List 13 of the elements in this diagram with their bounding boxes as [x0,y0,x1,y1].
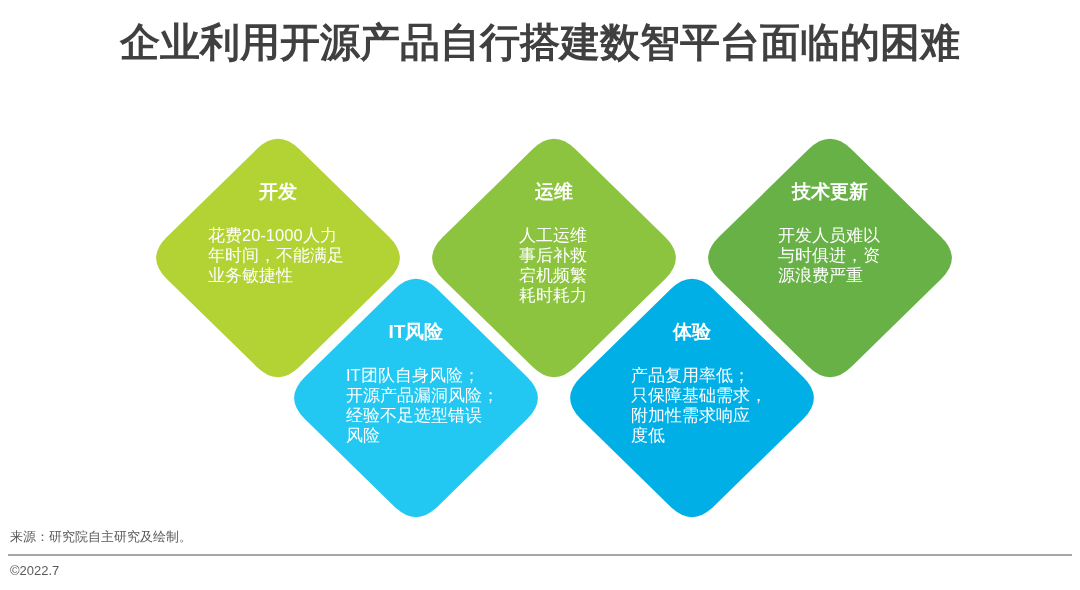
panel-description: IT团队自身风险；开源产品漏洞风险；经验不足选型错误风险 [346,365,500,445]
panel-description: 产品复用率低；只保障基础需求，附加性需求响应度低 [630,365,768,445]
panel-heading: 体验 [673,320,711,344]
panel-heading: 开发 [259,180,297,204]
copyright-text: ©2022.7 [10,562,60,579]
diagram-title: 企业利用开源产品自行搭建数智平台面临的困难 [120,19,960,66]
panel-description: 花费20-1000人力年时间，不能满足业务敏捷性 [208,225,345,285]
panel-description: 开发人员难以与时俱进，资源浪费严重 [777,225,881,285]
panel-heading: IT风险 [388,320,444,344]
panel-heading: 技术更新 [792,180,868,204]
source-note: 来源：研究院自主研究及绘制。 [10,529,192,545]
panel-description: 人工运维事后补救宕机频繁耗时耗力 [519,225,588,305]
panel-heading: 运维 [535,180,573,204]
